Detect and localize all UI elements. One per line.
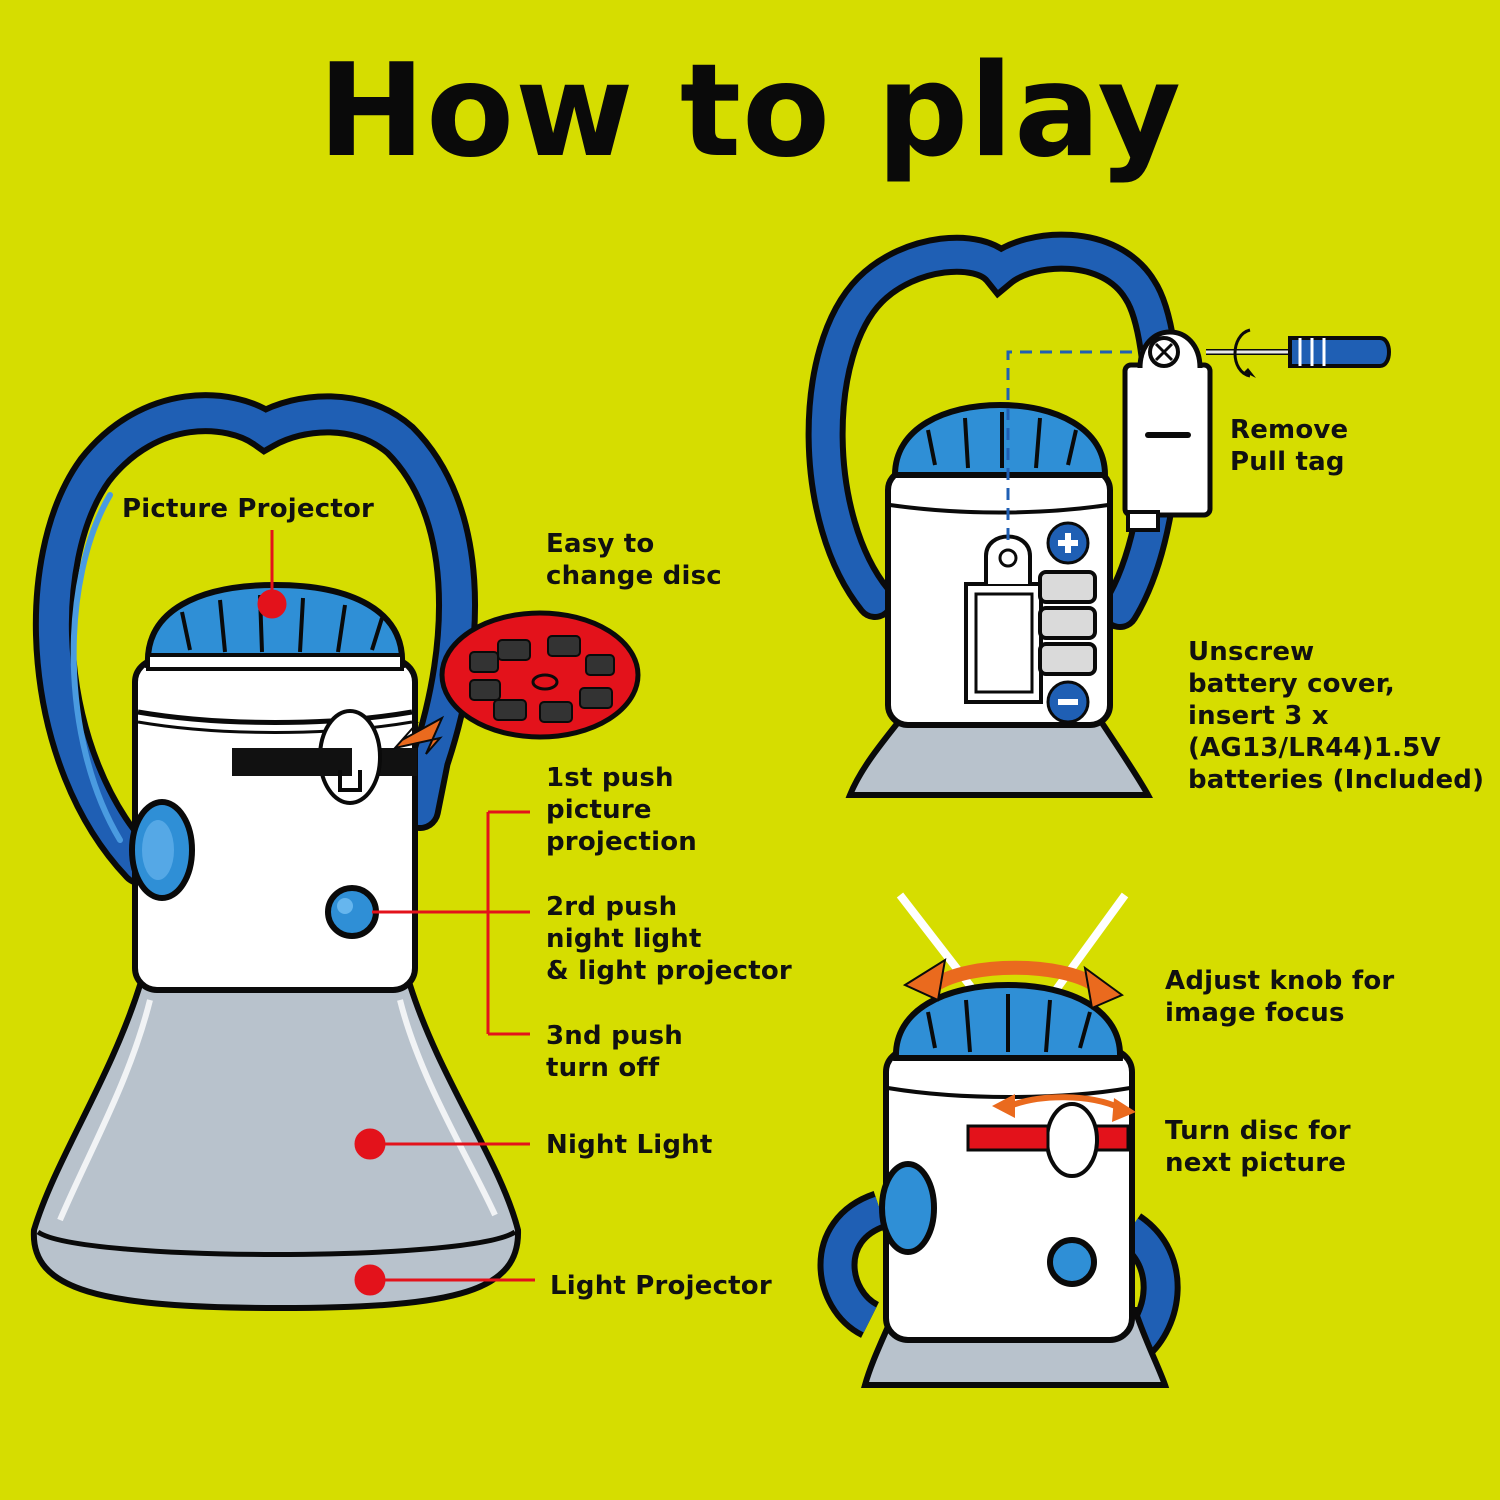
insert-arrow: [392, 715, 445, 755]
focus-lamp: [817, 892, 1181, 1388]
battery-lamp: [805, 231, 1391, 798]
main-lamp-push-button: [325, 885, 379, 939]
projection-disc: [439, 610, 641, 740]
main-lamp-base: [30, 982, 522, 1312]
page-title: How to play: [318, 37, 1182, 186]
night-light-label: Night Light: [546, 1130, 713, 1160]
first-push-label: 1st push picture projection: [546, 763, 697, 857]
screwdriver-icon: [1206, 328, 1391, 378]
third-push-label: 3nd push turn off: [546, 1021, 683, 1083]
turn-disc-arrow: [992, 1094, 1136, 1122]
focus-arrow: [902, 957, 1125, 1010]
rotate-arrow-icon: [1233, 328, 1251, 378]
second-push-label: 2rd push night light & light projector: [546, 892, 792, 986]
remove-pull-tag-label: Remove Pull tag: [1230, 415, 1349, 477]
unscrew-battery-label: Unscrew battery cover, insert 3 x (AG13/…: [1188, 637, 1485, 795]
picture-projector-label: Picture Projector: [122, 494, 375, 524]
light-projector-label: Light Projector: [550, 1271, 772, 1301]
adjust-knob-label: Adjust knob for image focus: [1165, 966, 1395, 1028]
turn-disc-label: Turn disc for next picture: [1165, 1116, 1351, 1178]
easy-change-disc-label: Easy to change disc: [546, 529, 722, 591]
callout-lines: [257, 530, 535, 1296]
main-lamp: [30, 392, 522, 1312]
